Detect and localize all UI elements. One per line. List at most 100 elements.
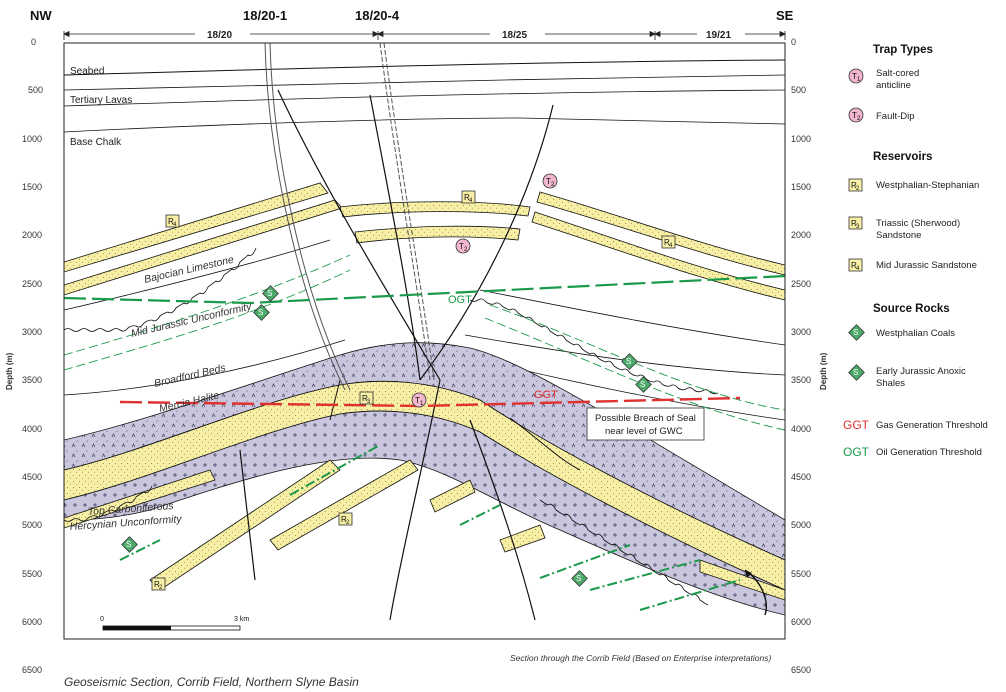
svg-text:0: 0: [100, 616, 104, 623]
svg-text:2: 2: [857, 116, 861, 122]
svg-text:1500: 1500: [791, 182, 811, 192]
svg-text:6500: 6500: [791, 665, 811, 675]
ggt-label: GGT: [534, 389, 558, 401]
svg-text:2500: 2500: [791, 279, 811, 289]
fault-6: [469, 419, 536, 621]
svg-text:T: T: [546, 177, 551, 186]
r4-band-right: [536, 191, 785, 276]
svg-text:2500: 2500: [22, 279, 42, 289]
svg-text:5000: 5000: [22, 520, 42, 530]
r4-band-left: [64, 182, 329, 273]
section-note: Section through the Corrib Field (Based …: [510, 653, 771, 663]
tertiary-lavas-top: [64, 74, 785, 91]
legend-trap-title: Trap Types: [873, 44, 933, 56]
svg-text:4: 4: [173, 222, 177, 228]
svg-text:3 km: 3 km: [234, 616, 249, 623]
svg-text:3: 3: [856, 224, 860, 230]
base-chalk-line: [64, 117, 785, 133]
marker-s1-d: S: [635, 376, 652, 393]
svg-text:R: R: [851, 181, 857, 190]
svg-text:0: 0: [791, 37, 796, 47]
svg-text:Westphalian-Stephanian: Westphalian-Stephanian: [876, 180, 979, 191]
svg-text:500: 500: [28, 85, 43, 95]
svg-text:500: 500: [791, 85, 806, 95]
well-1-label: 18/20-1: [243, 8, 287, 23]
well-18-20-1-track: [264, 43, 346, 391]
svg-text:6500: 6500: [22, 665, 42, 675]
svg-text:near level of GWC: near level of GWC: [605, 426, 683, 437]
scale-bar: 0 3 km: [100, 616, 249, 631]
nw-label: NW: [30, 8, 52, 23]
svg-text:T: T: [415, 396, 420, 405]
svg-text:Shales: Shales: [876, 378, 905, 389]
svg-text:4: 4: [856, 266, 860, 272]
svg-text:5000: 5000: [791, 520, 811, 530]
fault-7: [239, 449, 256, 581]
svg-text:1000: 1000: [791, 134, 811, 144]
svg-text:Possible Breach of Seal: Possible Breach of Seal: [595, 413, 696, 424]
legend-reservoirs-title: Reservoirs: [873, 151, 932, 163]
svg-text:4500: 4500: [791, 472, 811, 482]
r2-band-left-3: [64, 469, 216, 529]
svg-text:Sandstone: Sandstone: [876, 230, 921, 241]
svg-text:S: S: [853, 368, 858, 377]
block-18-25: 18/25: [502, 30, 527, 41]
block-19-21: 19/21: [706, 30, 731, 41]
se-label: SE: [776, 8, 794, 23]
legend: Trap Types T 1 Salt-cored anticline T 2 …: [843, 44, 988, 459]
svg-text:3500: 3500: [22, 375, 42, 385]
marker-t2-top: T 2: [542, 173, 558, 189]
top-carboniferous-layer: [64, 410, 785, 616]
svg-text:Oil Generation Threshold: Oil Generation Threshold: [876, 447, 982, 458]
svg-text:4000: 4000: [22, 424, 42, 434]
svg-text:Triassic (Sherwood): Triassic (Sherwood): [876, 218, 960, 229]
marker-r2-center: R 2: [338, 512, 353, 526]
marker-r3: R 3: [359, 391, 374, 405]
r2-band-right-2: [499, 524, 546, 553]
svg-text:R: R: [851, 261, 857, 270]
svg-text:R: R: [664, 238, 670, 247]
fault-5: [389, 379, 441, 621]
mid-jurassic-unconformity: [64, 247, 257, 332]
svg-text:3: 3: [367, 399, 371, 405]
section-body: [64, 43, 785, 639]
marker-s1-a: S: [262, 285, 279, 302]
svg-text:Westphalian Coals: Westphalian Coals: [876, 328, 955, 339]
seabed-label: Seabed: [70, 66, 104, 77]
svg-text:GGT: GGT: [843, 418, 870, 432]
marker-s2-left: S: [121, 536, 138, 553]
depth-axis-title-left: Depth (m): [5, 352, 14, 390]
marker-t1: T 1: [411, 392, 427, 408]
svg-text:S: S: [267, 289, 272, 298]
svg-text:R: R: [154, 580, 160, 589]
legend-source-title: Source Rocks: [873, 303, 950, 315]
svg-text:S: S: [576, 574, 581, 583]
svg-text:S: S: [258, 308, 263, 317]
svg-text:T: T: [459, 242, 464, 251]
svg-text:0: 0: [31, 37, 36, 47]
fault-2: [369, 94, 421, 381]
svg-text:T: T: [852, 72, 857, 81]
svg-text:Gas Generation Threshold: Gas Generation Threshold: [876, 420, 988, 431]
well-2-label: 18/20-4: [355, 8, 400, 23]
well-18-20-4-track: [379, 43, 431, 381]
marker-r4-right: R 4: [661, 235, 676, 249]
svg-text:2000: 2000: [22, 230, 42, 240]
svg-text:1000: 1000: [22, 134, 42, 144]
svg-text:4000: 4000: [791, 424, 811, 434]
marker-r4-crest: R 4: [461, 190, 476, 204]
svg-text:2: 2: [346, 520, 350, 526]
tertiary-lavas-base: [64, 89, 785, 107]
ogt-line: [64, 274, 785, 305]
r2-band-left-2: [269, 459, 419, 551]
fault-1: [277, 89, 441, 381]
svg-text:R: R: [464, 193, 470, 202]
section-frame: [63, 42, 786, 640]
svg-text:R: R: [341, 515, 347, 524]
svg-text:3000: 3000: [22, 327, 42, 337]
marker-r2-left: R 2: [151, 577, 166, 591]
fault-3: [419, 104, 554, 381]
marker-s1-c: S: [621, 353, 638, 370]
r4-band-right-2: [531, 211, 785, 301]
block-18-20: 18/20: [207, 30, 232, 41]
